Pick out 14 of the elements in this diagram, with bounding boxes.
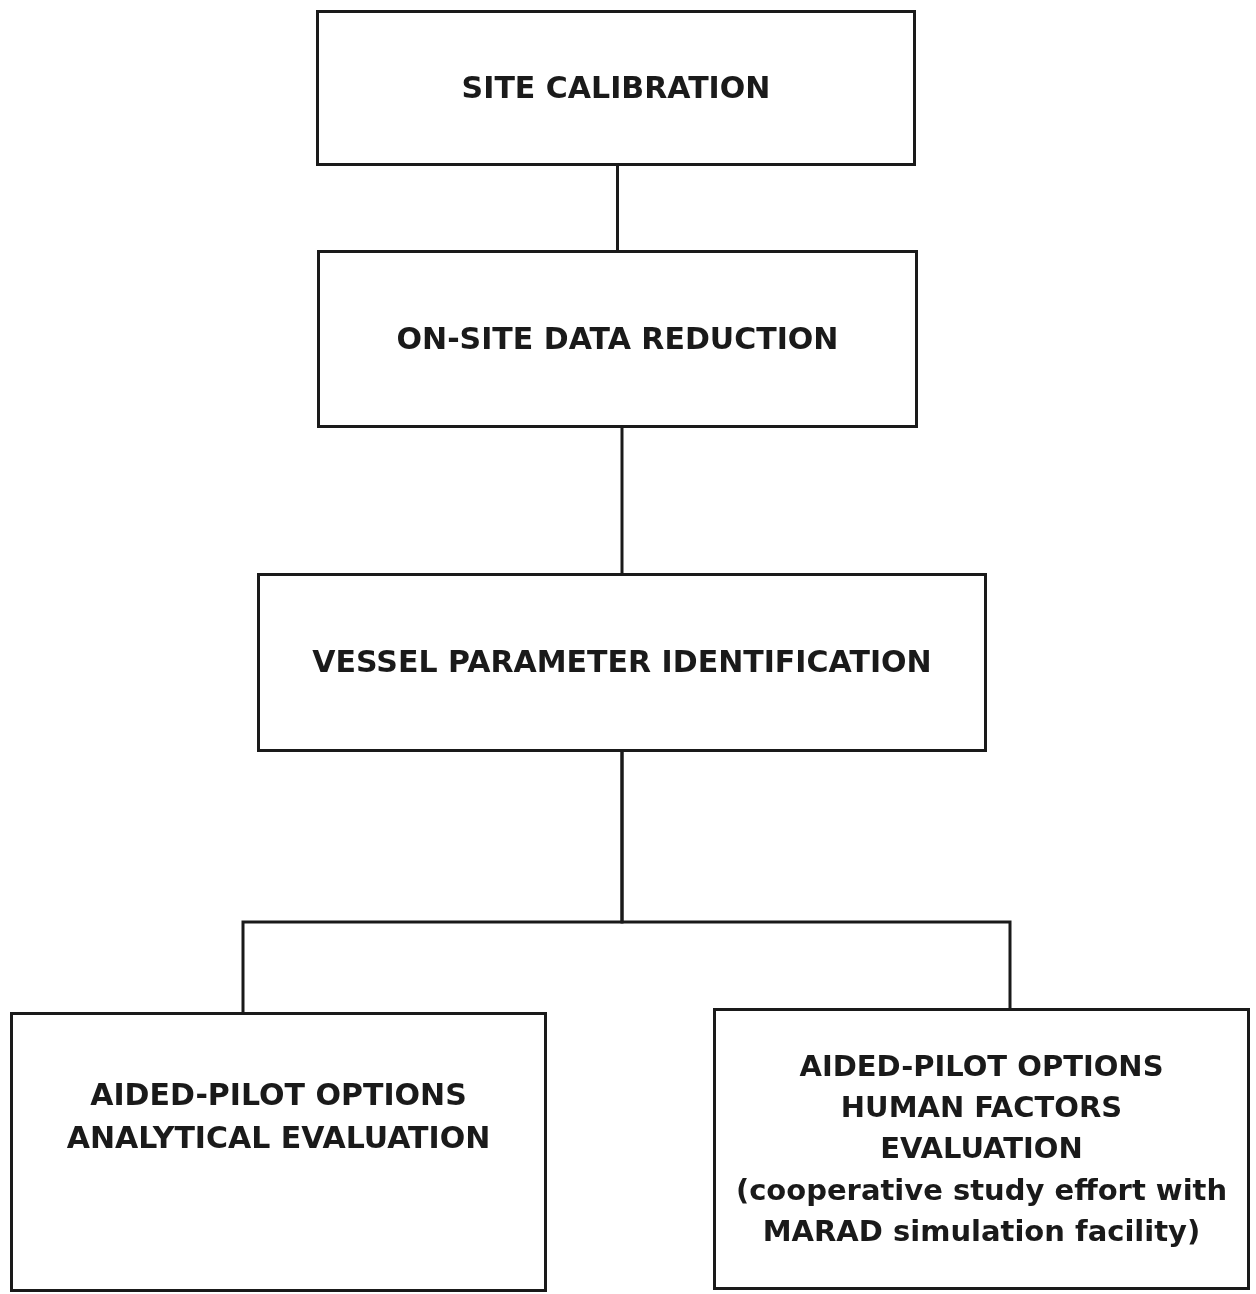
box-label: VESSEL PARAMETER IDENTIFICATION (312, 643, 932, 682)
box-label: ON-SITE DATA REDUCTION (396, 319, 839, 358)
process-box (317, 250, 918, 428)
connector-line (620, 428, 624, 573)
connector-line (620, 752, 1012, 1008)
connector-line (616, 166, 619, 250)
box-label: AIDED-PILOT OPTIONS HUMAN FACTORS EVALUATION (798, 1048, 1165, 1168)
process-box (257, 573, 987, 752)
box-label: AIDED-PILOT OPTIONS ANALYTICAL EVALUATION (65, 1076, 492, 1157)
process-box (316, 10, 916, 166)
process-box (10, 1012, 547, 1292)
process-box (713, 1008, 1250, 1290)
box-label: SITE CALIBRATION (461, 68, 771, 107)
box-label: (cooperative study effort with MARAD simulation facility) (734, 1171, 1229, 1250)
